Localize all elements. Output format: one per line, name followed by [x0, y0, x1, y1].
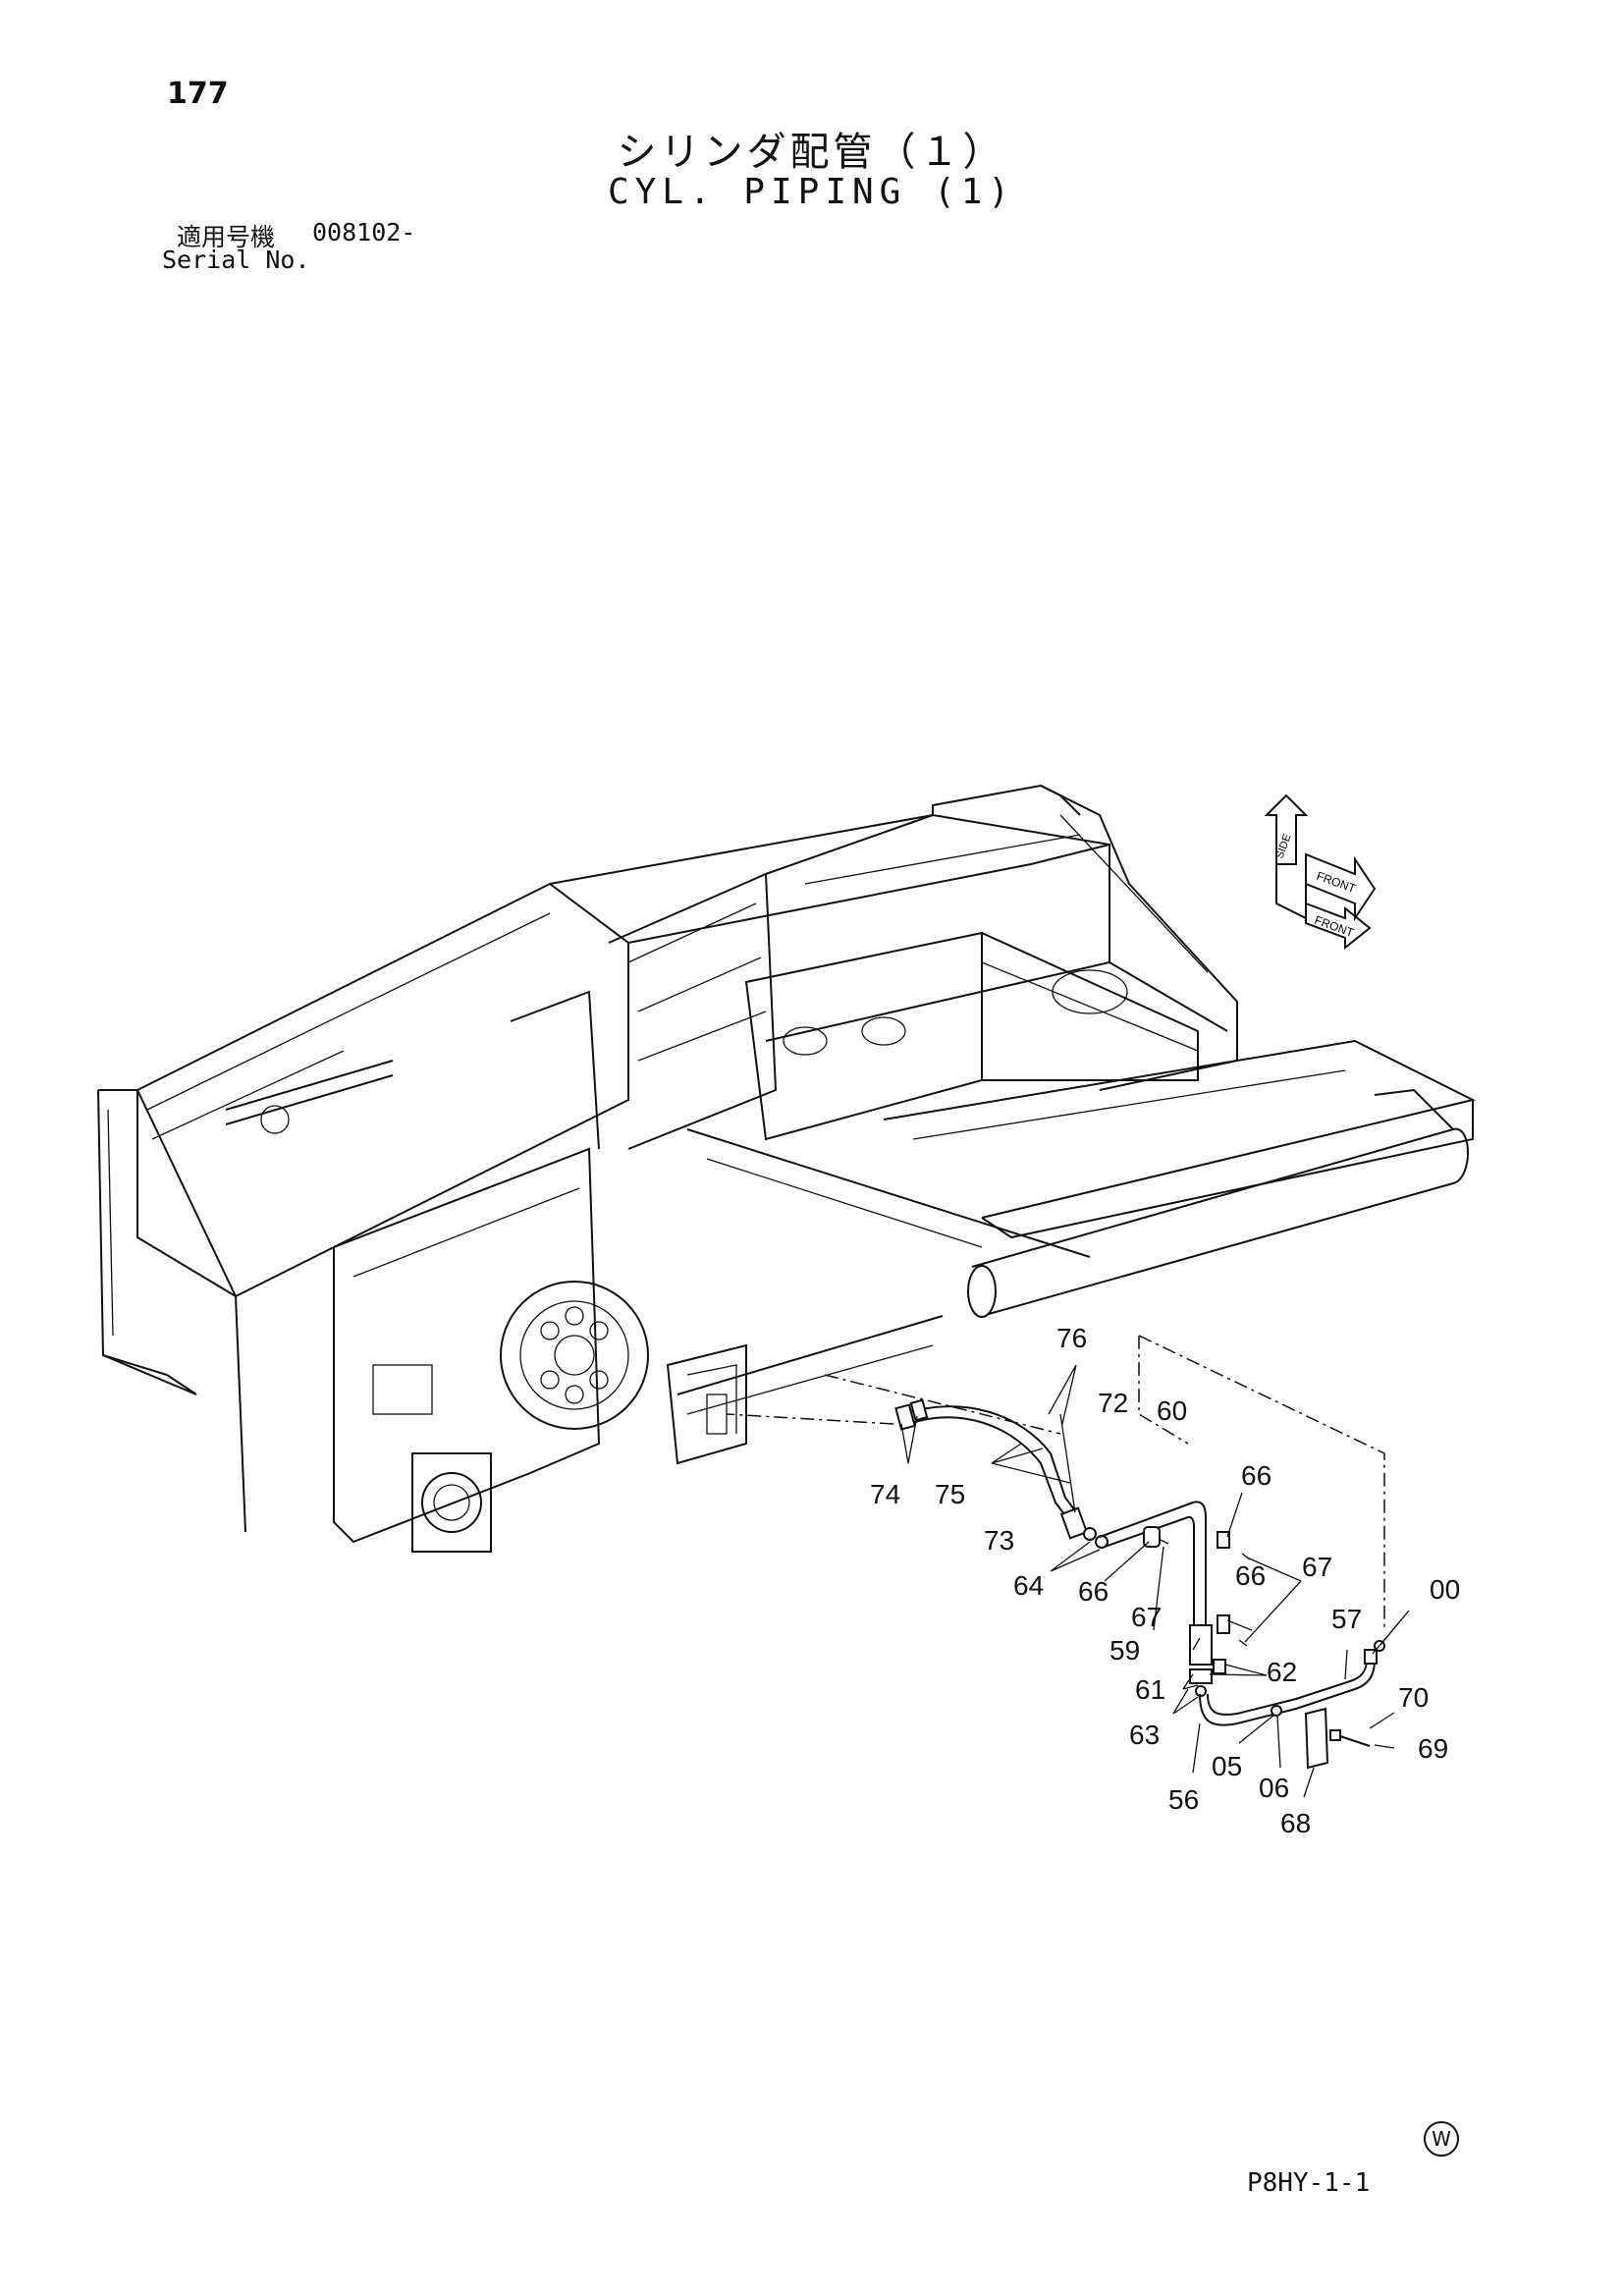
callout-00: 00 — [1430, 1574, 1460, 1605]
callout-70: 70 — [1398, 1682, 1429, 1713]
callout-60: 60 — [1157, 1395, 1187, 1426]
callout-56: 56 — [1168, 1784, 1199, 1815]
callout-66: 66 — [1241, 1460, 1271, 1491]
serial-label-japanese: 適用号機 — [177, 223, 276, 251]
serial-label-english: Serial No. — [162, 246, 310, 274]
callout-67: 67 — [1131, 1602, 1162, 1632]
callout-06: 06 — [1259, 1773, 1289, 1803]
callout-64: 64 — [1013, 1570, 1044, 1601]
serial-number: 008102- — [312, 218, 416, 246]
callout-68: 68 — [1280, 1808, 1311, 1838]
callout-labels: 76 72 60 66 67 74 75 73 64 66 67 66 00 5… — [870, 1323, 1460, 1838]
callout-66: 66 — [1235, 1560, 1266, 1591]
callout-75: 75 — [935, 1479, 965, 1509]
page-title-english: CYL. PIPING (1) — [607, 172, 1016, 212]
callout-69: 69 — [1418, 1733, 1448, 1764]
drawing-code: P8HY-1-1 — [1247, 2168, 1371, 2198]
machine-frame: FRONT FRONT SIDE — [97, 784, 1476, 1553]
orientation-label: FRONT — [1313, 913, 1356, 941]
callout-72: 72 — [1098, 1388, 1128, 1418]
page-title-japanese: シリンダ配管（１） — [617, 130, 1006, 175]
page-number: 177 — [167, 77, 229, 111]
callout-57: 57 — [1331, 1604, 1362, 1634]
callout-62: 62 — [1267, 1657, 1297, 1687]
callout-73: 73 — [984, 1525, 1014, 1556]
callout-76: 76 — [1056, 1323, 1087, 1353]
callout-66: 66 — [1078, 1576, 1109, 1607]
callout-61: 61 — [1135, 1674, 1165, 1705]
callout-59: 59 — [1109, 1635, 1140, 1666]
circled-w-mark: W — [1424, 2121, 1459, 2157]
orientation-arrows: FRONT FRONT SIDE — [1264, 793, 1377, 951]
callout-74: 74 — [870, 1479, 900, 1509]
piping-assembly — [726, 1335, 1410, 1798]
callout-63: 63 — [1129, 1720, 1160, 1750]
callout-05: 05 — [1212, 1751, 1242, 1781]
callout-67: 67 — [1302, 1552, 1332, 1582]
